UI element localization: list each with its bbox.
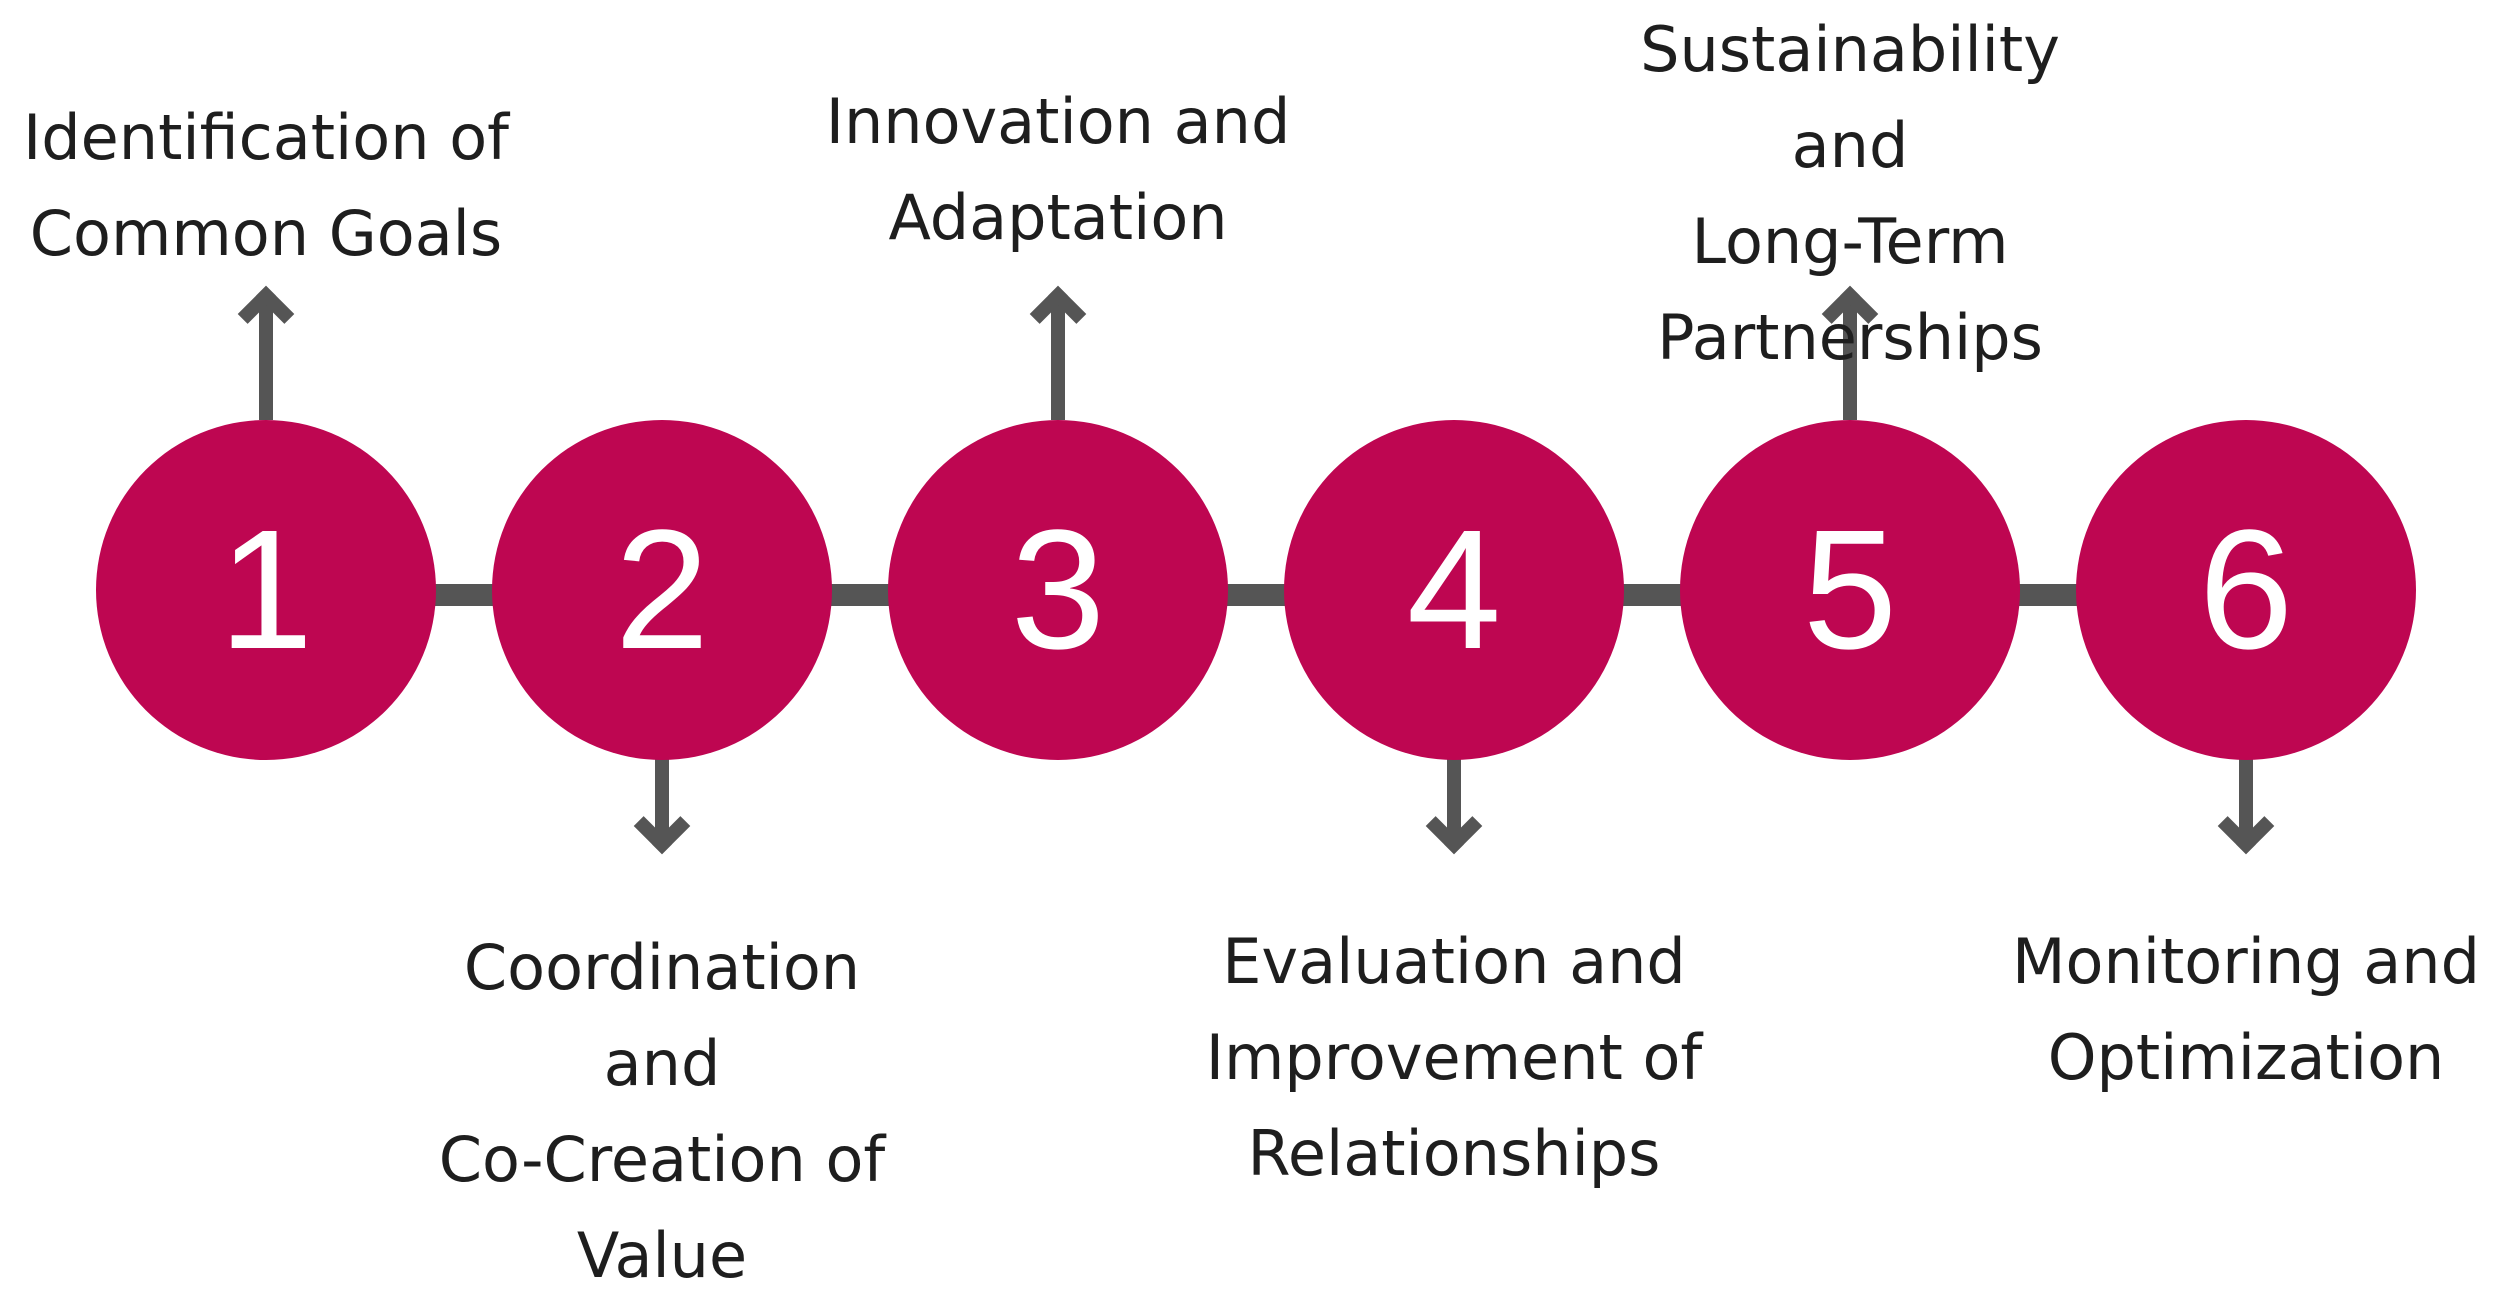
step-label: Evaluation and Improvement of Relationsh… bbox=[1205, 925, 1703, 1190]
step-label: Monitoring and Optimization bbox=[2012, 925, 2480, 1094]
step-circle: 1 bbox=[96, 420, 436, 760]
step-label: Sustainability and Long-Term Partnership… bbox=[1640, 13, 2060, 374]
process-timeline: 1 Identification of Common Goals 2 Coord… bbox=[23, 13, 2480, 1292]
step-number: 3 bbox=[1010, 495, 1106, 685]
step-label: Innovation and Adaptation bbox=[825, 85, 1291, 254]
step-number: 1 bbox=[218, 495, 314, 685]
step-number: 5 bbox=[1802, 495, 1898, 685]
step-label: Identification of Common Goals bbox=[23, 101, 509, 270]
step-circle: 4 bbox=[1284, 420, 1624, 760]
step-circle: 6 bbox=[2076, 420, 2416, 760]
down-arrow-icon bbox=[1425, 797, 1483, 855]
step-number: 4 bbox=[1406, 495, 1502, 685]
step-circle: 2 bbox=[492, 420, 832, 760]
step-number: 6 bbox=[2198, 495, 2294, 685]
step-circle: 5 bbox=[1680, 420, 2020, 760]
step-circle: 3 bbox=[888, 420, 1228, 760]
up-arrow-icon bbox=[1029, 285, 1087, 343]
up-arrow-icon bbox=[237, 285, 295, 343]
up-arrow-shaft bbox=[1051, 296, 1065, 420]
up-arrow-shaft bbox=[259, 296, 273, 420]
step-number: 2 bbox=[614, 495, 710, 685]
step-label: Coordination and Co-Creation of Value bbox=[438, 931, 886, 1292]
up-arrow-shaft bbox=[1843, 296, 1857, 420]
down-arrow-icon bbox=[2217, 797, 2275, 855]
down-arrow-icon bbox=[633, 797, 691, 855]
